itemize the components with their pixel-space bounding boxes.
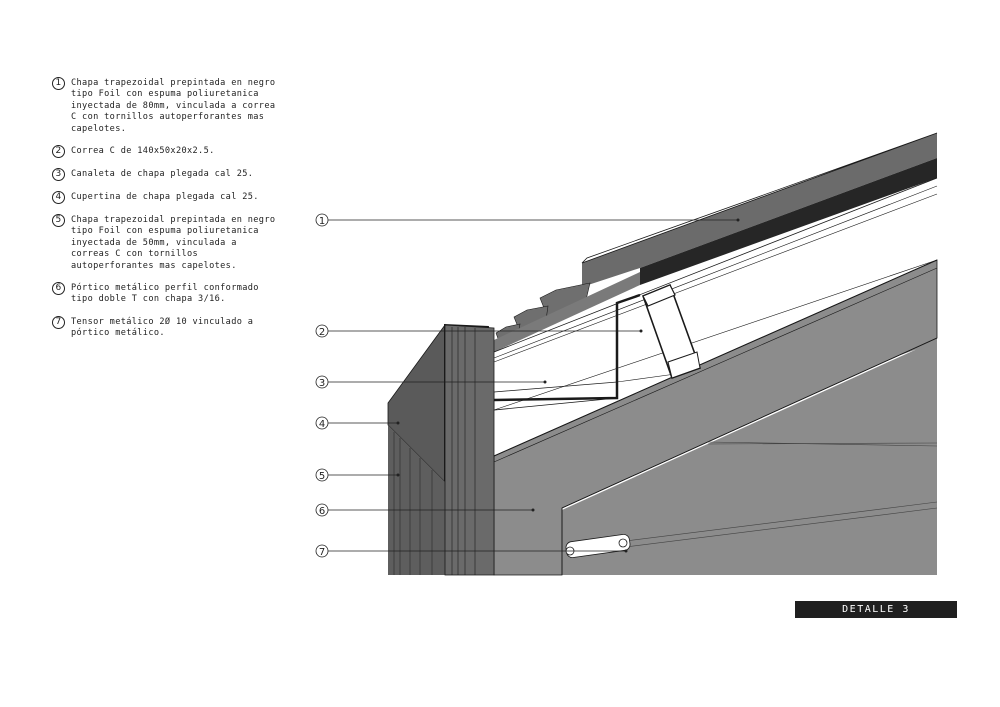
- callout-dot: [531, 508, 535, 512]
- legend-text: Correa C de 140x50x20x2.5.: [71, 146, 215, 157]
- roof-panel-top: [582, 133, 937, 287]
- purlin-flange: [642, 284, 676, 307]
- callout-number: 4: [319, 419, 325, 430]
- legend-number: 7: [52, 315, 65, 329]
- callout-3: 3: [315, 375, 547, 389]
- callout-4: 4: [315, 416, 400, 430]
- callout-2: 2: [315, 324, 643, 338]
- tensor-eye: [618, 538, 628, 548]
- detail-title: DETALLE 3: [795, 601, 957, 618]
- wall-panel-side: [444, 324, 495, 576]
- callout-1: 1: [315, 213, 740, 227]
- legend-number: 3: [52, 168, 65, 182]
- callout-dot: [543, 380, 547, 384]
- legend-item: 1 Chapa trapezoidal prepintada en negro …: [52, 77, 292, 135]
- legend-list: 1 Chapa trapezoidal prepintada en negro …: [52, 77, 292, 340]
- roof-panel-line: [493, 177, 938, 353]
- legend-item: 6 Pórtico metálico perfil conformado tip…: [52, 282, 292, 306]
- legend-item: 4 Cupertina de chapa plegada cal 25.: [52, 191, 292, 205]
- portal-inner-edge: [561, 337, 938, 509]
- callout-dot: [624, 549, 628, 553]
- callouts: 1 2 3 4 5 6: [315, 213, 740, 558]
- callout-number: 3: [319, 378, 325, 389]
- callout-number: 6: [319, 506, 325, 517]
- roof-underside: [494, 272, 640, 352]
- wall-panel: [388, 324, 495, 576]
- legend-text: Tensor metálico 2Ø 10 vinculado a pórtic…: [71, 316, 254, 339]
- callout-dot: [396, 473, 400, 477]
- legend-text: Pórtico metálico perfil conformado tipo …: [71, 283, 259, 305]
- bracing-line: [707, 441, 938, 447]
- legend-number: 2: [52, 145, 65, 159]
- gutter-profile: [493, 293, 641, 402]
- callout-7: 7: [315, 544, 628, 558]
- purlin-flange: [667, 351, 701, 379]
- callout-number: 5: [319, 471, 325, 482]
- bracing-line: [707, 442, 938, 445]
- c-purlin: [641, 283, 702, 380]
- legend-text: Chapa trapezoidal prepintada en negro ti…: [71, 215, 276, 271]
- roof-panel-line: [493, 185, 938, 359]
- legend-text: Cupertina de chapa plegada cal 25.: [71, 192, 259, 203]
- legend-item: 7 Tensor metálico 2Ø 10 vinculado a pórt…: [52, 315, 292, 340]
- legend-item: 5 Chapa trapezoidal prepintada en negro …: [52, 214, 292, 272]
- callout-number: 2: [319, 327, 325, 338]
- callout-dot: [736, 218, 740, 222]
- callout-dot: [396, 421, 400, 425]
- legend-number: 5: [52, 214, 65, 228]
- gutter-line: [493, 259, 938, 411]
- callout-6: 6: [315, 503, 535, 517]
- wall-panel-face: [388, 425, 445, 575]
- roof-panel-outline: [581, 132, 938, 264]
- legend-text: Canaleta de chapa plegada cal 25.: [71, 169, 254, 180]
- legend-item: 3 Canaleta de chapa plegada cal 25.: [52, 168, 292, 182]
- gutter: [493, 259, 938, 411]
- roof-panel: [493, 132, 938, 363]
- legend-number: 6: [52, 282, 65, 296]
- legend-item: 2 Correa C de 140x50x20x2.5.: [52, 145, 292, 159]
- gutter-bottom: [493, 381, 618, 411]
- tensor-rod: [569, 507, 938, 555]
- legend-number: 4: [52, 191, 65, 205]
- callout-number: 1: [319, 216, 325, 227]
- roof-panel-edge: [640, 158, 937, 285]
- roof-panel-line: [493, 193, 938, 363]
- callout-5: 5: [315, 468, 400, 482]
- legend-number: 1: [52, 77, 65, 90]
- portal-top-edge: [493, 259, 938, 457]
- portal-flange-line: [493, 267, 938, 463]
- legend-text: Chapa trapezoidal prepintada en negro ti…: [71, 78, 276, 134]
- callout-number: 7: [319, 547, 325, 558]
- tensor-rod: [569, 501, 938, 549]
- callout-dot: [639, 329, 643, 333]
- tensor: [565, 501, 938, 558]
